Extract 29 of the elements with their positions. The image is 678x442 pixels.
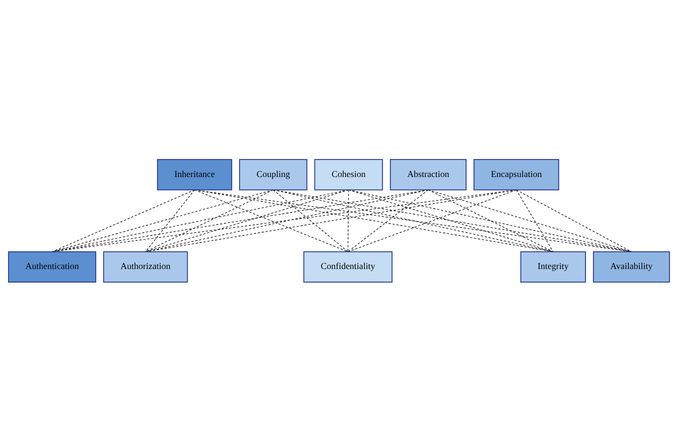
connector — [348, 190, 349, 252]
node-box — [314, 159, 383, 190]
node-box — [390, 159, 467, 190]
connector — [516, 190, 554, 252]
connector — [145, 190, 195, 252]
node-box — [592, 252, 670, 283]
connector — [428, 190, 632, 252]
connector — [348, 190, 554, 252]
connector — [52, 190, 274, 252]
connector — [348, 190, 429, 252]
node-box — [474, 159, 560, 190]
relation-diagram: Inheritance Coupling Cohesion Abstraction Encapsulation Authentication Authorization Confidentiality Integrity Availability — [4, 155, 674, 287]
connector — [52, 190, 429, 252]
connector — [272, 190, 554, 252]
node-box — [520, 252, 586, 283]
connector — [145, 190, 429, 252]
connector — [145, 190, 349, 252]
connector — [516, 190, 632, 252]
node-box — [157, 159, 232, 190]
node-box — [303, 252, 392, 283]
connector — [52, 190, 349, 252]
node-box — [103, 252, 188, 283]
node-box — [239, 159, 308, 190]
connector — [348, 190, 632, 252]
connector — [272, 190, 632, 252]
node-box — [8, 252, 96, 283]
connector — [428, 190, 554, 252]
connector — [272, 190, 348, 252]
connector — [145, 190, 274, 252]
